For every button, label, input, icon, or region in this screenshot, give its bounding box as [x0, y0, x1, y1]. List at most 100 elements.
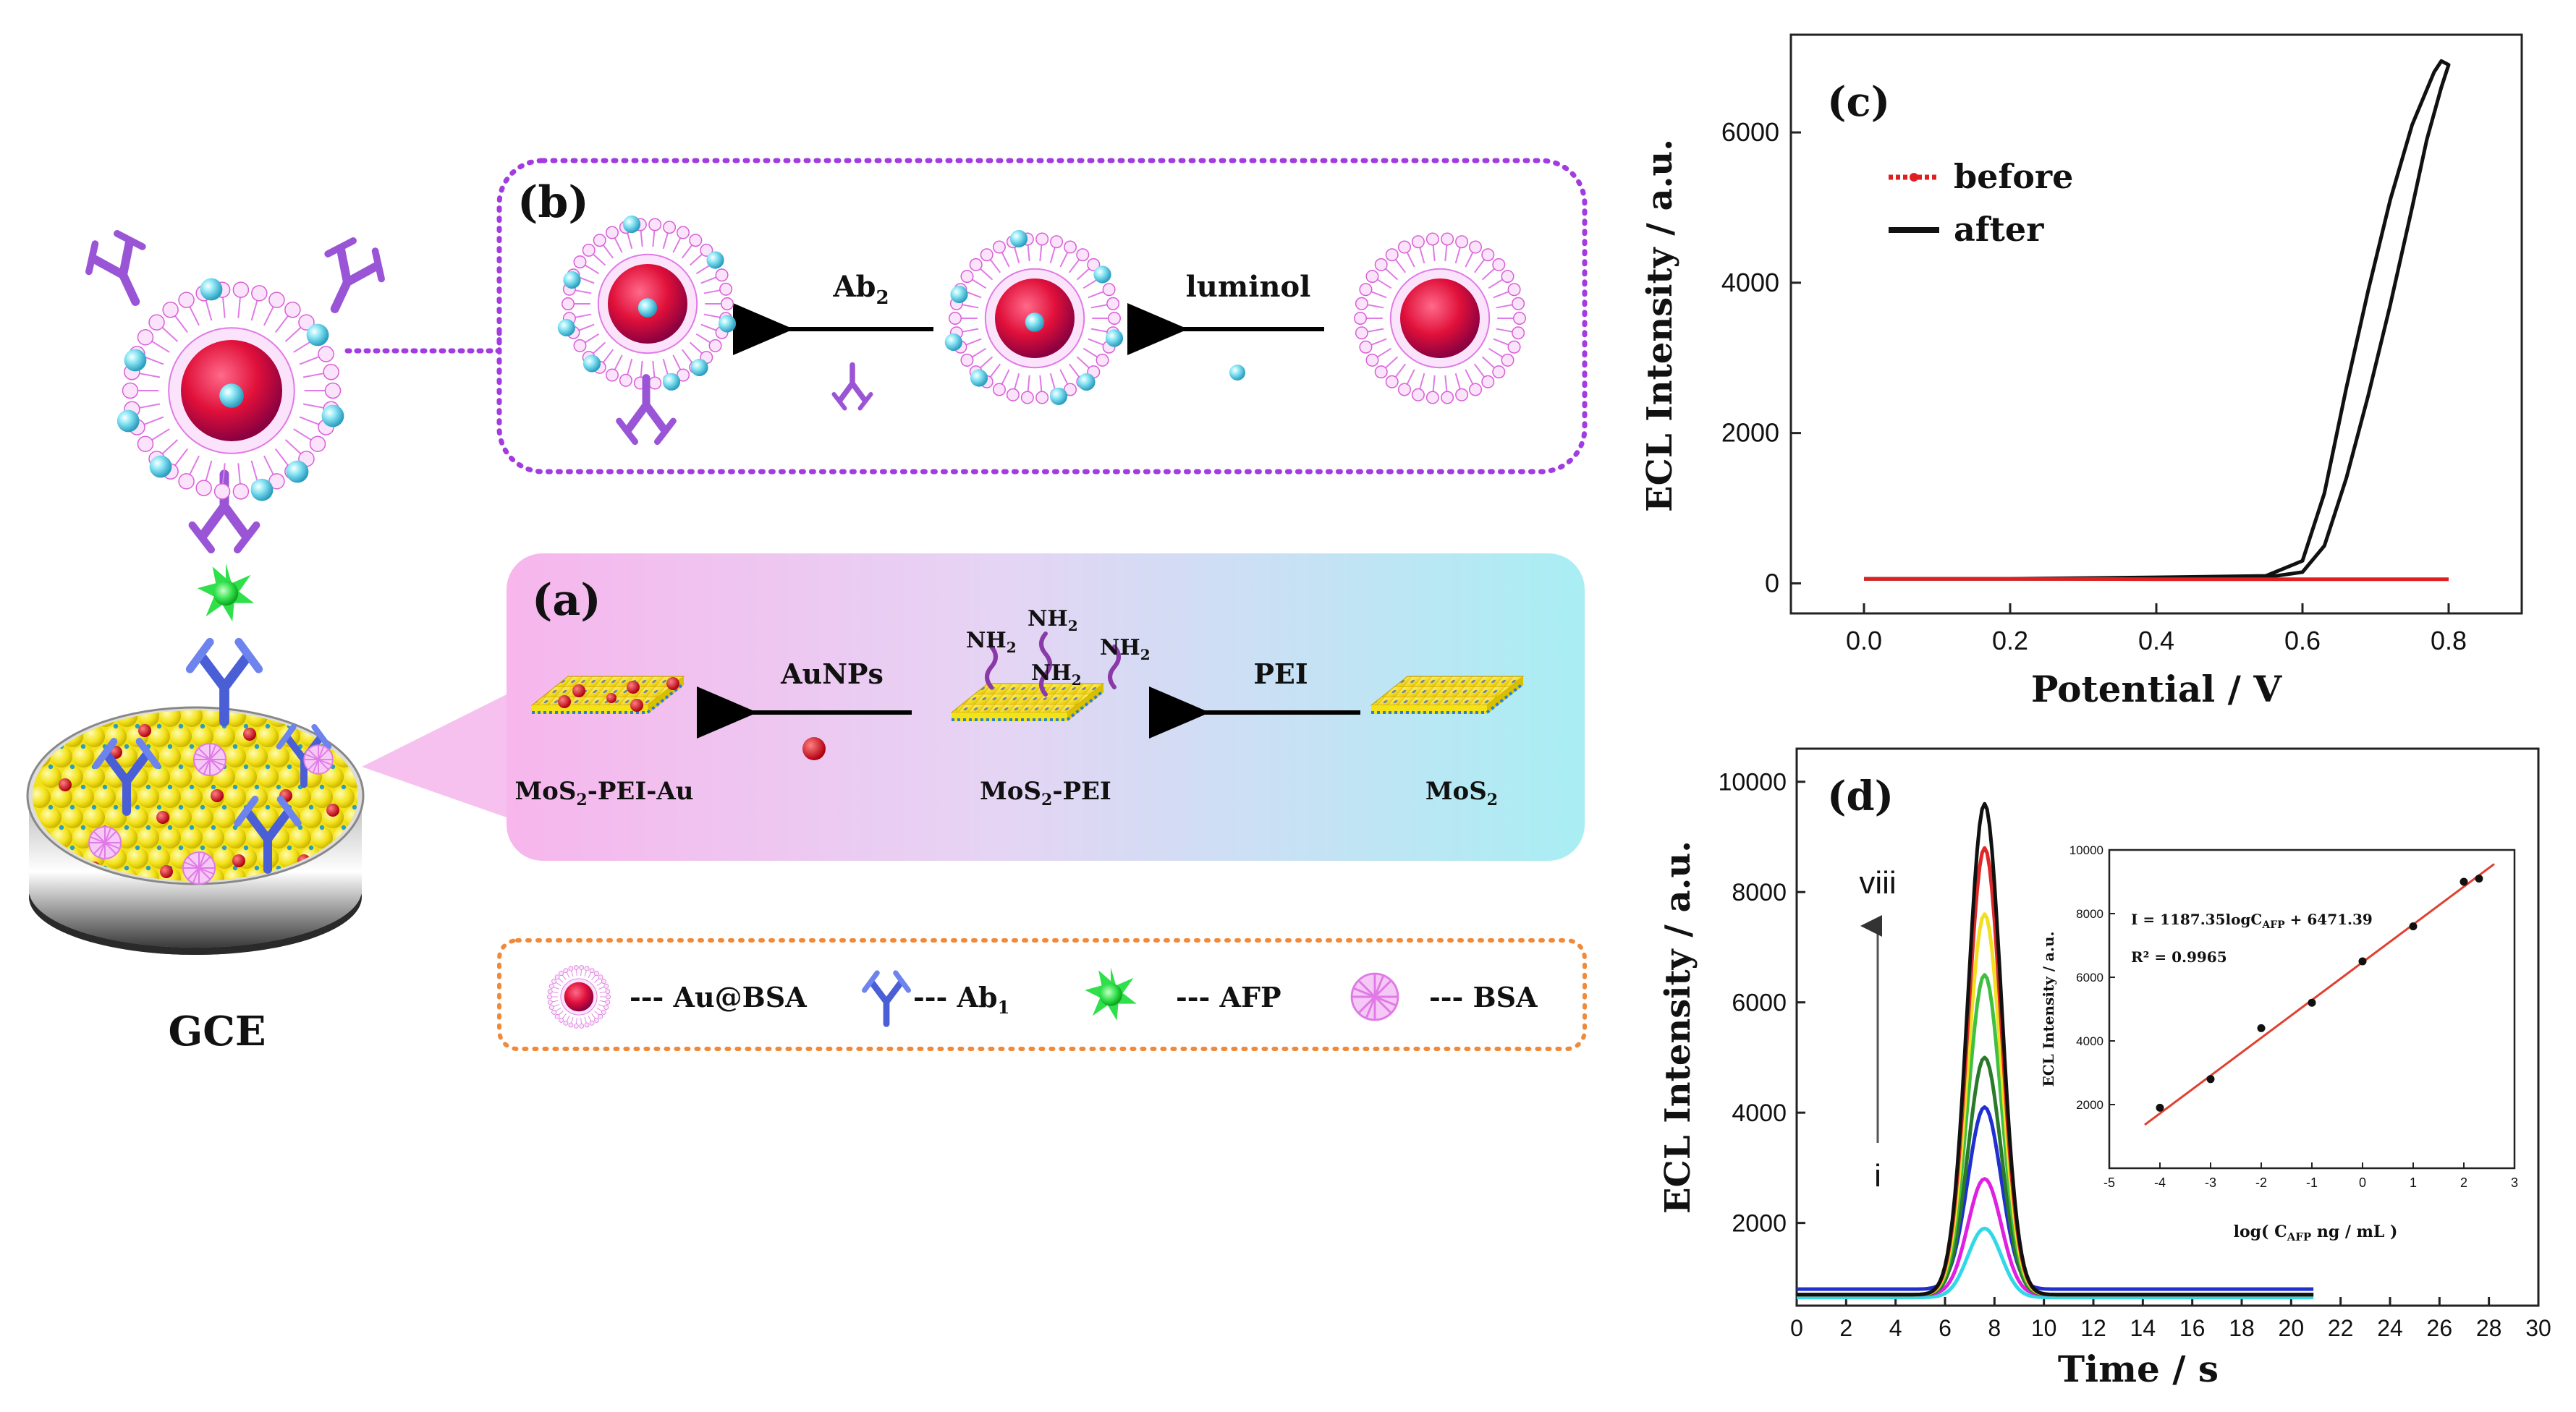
lipid-tail	[965, 291, 982, 299]
chart-d-ylabel: ECL Intensity / a.u.	[1658, 841, 1698, 1214]
lipid-head	[677, 226, 690, 239]
surface-particle	[224, 827, 246, 849]
lipid-tail	[979, 356, 993, 369]
gce-electrode	[26, 706, 368, 955]
lipid-tail	[652, 230, 656, 247]
surface-site	[363, 744, 368, 749]
surface-particle	[333, 786, 355, 808]
surface-particle	[311, 827, 333, 849]
lipid-tail	[1039, 244, 1043, 262]
lipid-tail	[189, 455, 200, 475]
afp-antigen-icon	[197, 563, 255, 622]
surface-site	[265, 764, 271, 770]
lipid-tail	[174, 448, 189, 467]
lipid-tail	[151, 340, 170, 353]
inset-xtick-label: 3	[2511, 1175, 2518, 1190]
lipid-head	[1492, 258, 1506, 271]
surface-particle	[268, 746, 289, 767]
lipid-head	[318, 346, 334, 362]
lipid-tail	[681, 349, 693, 364]
surface-particle	[170, 766, 192, 788]
lipid-tail	[640, 360, 643, 378]
lipid-tail	[672, 237, 682, 253]
surface-site	[232, 784, 238, 790]
lipid-tail	[1068, 258, 1080, 273]
lipid-head	[603, 1005, 609, 1011]
lipid-head	[969, 258, 983, 271]
lipid-tail	[299, 356, 320, 365]
lipid-head	[548, 983, 554, 989]
reagent-ab2: Ab2	[832, 270, 889, 309]
surface-particle	[105, 807, 127, 828]
lipid-head	[960, 353, 974, 367]
lipid-tail	[1444, 375, 1448, 392]
lipid-head	[579, 1023, 585, 1029]
chart-d-xtick-label: 2	[1839, 1315, 1852, 1341]
surface-particle	[148, 766, 170, 788]
lipid-head	[594, 1017, 599, 1023]
surface-site	[156, 804, 162, 810]
lipid-tail	[1367, 304, 1384, 309]
lipid-tail	[1432, 244, 1436, 262]
lipid-head	[1513, 312, 1526, 325]
surface-site	[167, 825, 173, 830]
chart-d-xtick-label: 28	[2476, 1315, 2502, 1341]
surface-aunp	[138, 724, 151, 737]
lipid-tail	[591, 974, 596, 981]
surface-site	[254, 784, 260, 790]
lipid-tail	[962, 304, 979, 309]
lipid-head	[1455, 235, 1469, 249]
amine-label: NH2	[1028, 606, 1078, 634]
luminol-dot	[582, 354, 601, 373]
surface-site	[135, 723, 140, 729]
lipid-tail	[1419, 373, 1425, 390]
lipid-head	[1359, 340, 1373, 354]
surface-particle	[203, 827, 224, 849]
lipid-tail	[274, 448, 289, 467]
chart-d-xtick-label: 26	[2427, 1315, 2453, 1341]
surface-particle	[246, 746, 268, 767]
surface-site	[178, 845, 184, 851]
lipid-tail	[284, 326, 302, 342]
surface-aunp	[59, 778, 72, 791]
surface-aunp	[160, 865, 173, 878]
lipid-head	[1411, 235, 1425, 249]
surface-particle	[192, 726, 213, 747]
lipid-tail	[302, 373, 325, 378]
lipid-head	[284, 302, 301, 318]
lipid-tail	[598, 1004, 605, 1008]
lipid-head	[708, 339, 722, 352]
surface-site	[189, 784, 195, 790]
surface-aunp	[326, 804, 339, 817]
lipid-tail	[143, 356, 164, 365]
inset-plot-frame	[2108, 849, 2516, 1170]
lipid-head	[547, 994, 552, 1000]
surface-particle	[213, 847, 235, 869]
chart-c-xtick-label: 0.6	[2284, 626, 2321, 655]
lipid-tail	[602, 349, 614, 364]
lipid-tail	[700, 323, 717, 331]
panel-a-tag: (a)	[532, 575, 601, 626]
legend-before: before	[1954, 157, 2073, 196]
lipid-head	[1441, 391, 1454, 404]
surface-site	[200, 845, 206, 851]
lipid-tail	[578, 323, 595, 331]
lipid-head	[601, 1009, 606, 1015]
lipid-tail	[592, 341, 606, 354]
inset-xlabel: log( CAFP ng / mL )	[2234, 1222, 2398, 1243]
inset-ytick-label: 6000	[2076, 971, 2103, 984]
luminol-dot	[219, 383, 244, 408]
luminol-dot	[557, 318, 575, 337]
lipid-head	[582, 243, 596, 257]
panel-a: (a) MoS2 PEI NH2 NH2 NH2 NH2 MoS2-PEI Au…	[507, 553, 1585, 861]
surface-particle	[159, 827, 181, 849]
lipid-tail	[602, 244, 614, 259]
lipid-head	[573, 339, 587, 352]
lipid-head	[568, 966, 574, 971]
chart-c-ytick-label: 0	[1765, 568, 1779, 597]
lipid-tail	[1454, 247, 1461, 264]
surface-site	[363, 866, 368, 870]
surface-site	[232, 865, 238, 871]
surface-particle	[279, 766, 300, 788]
luminol-dot	[1025, 312, 1045, 332]
